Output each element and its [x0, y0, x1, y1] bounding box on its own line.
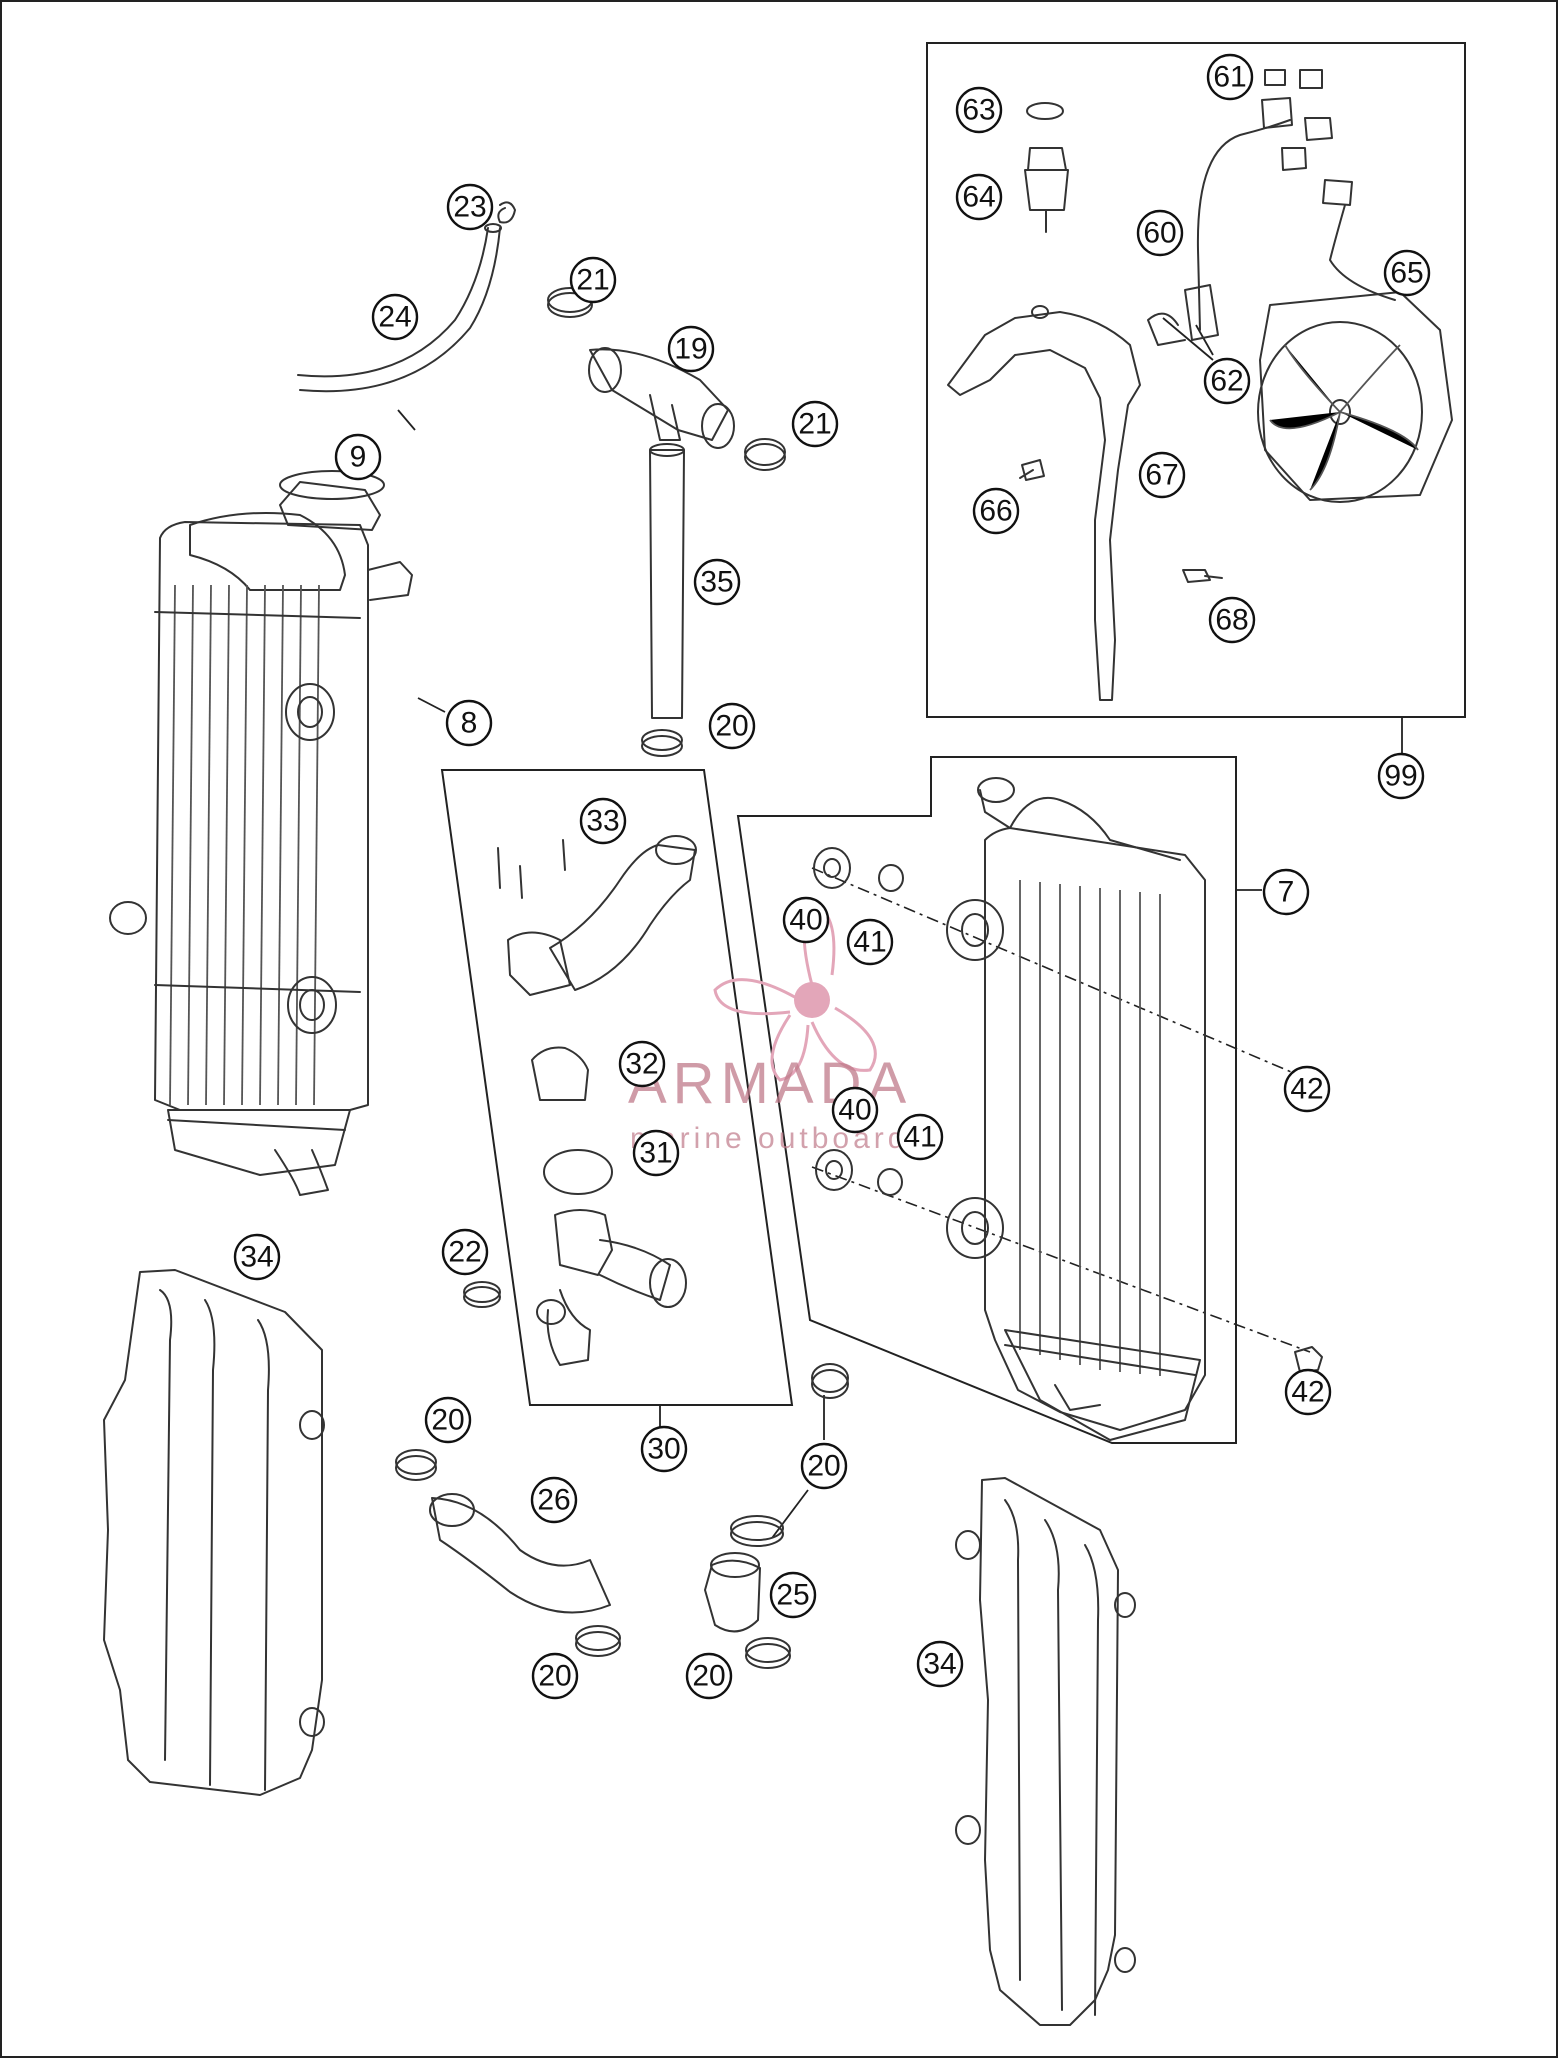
callout-20-left: 20: [424, 1396, 472, 1444]
svg-text:42: 42: [1290, 1073, 1323, 1106]
svg-text:68: 68: [1215, 604, 1248, 637]
callout-41-bottom: 41: [896, 1113, 944, 1161]
callout-40-top: 40: [782, 896, 830, 944]
svg-text:99: 99: [1384, 760, 1417, 793]
mounting-hardware: [813, 847, 1323, 1373]
svg-text:41: 41: [903, 1121, 936, 1154]
svg-text:41: 41: [853, 926, 886, 959]
svg-text:20: 20: [538, 1660, 571, 1693]
svg-text:9: 9: [350, 441, 367, 474]
svg-text:42: 42: [1291, 1376, 1324, 1409]
svg-text:23: 23: [453, 191, 486, 224]
callout-67: 67: [1138, 451, 1186, 499]
svg-text:20: 20: [715, 710, 748, 743]
callout-20-pipe: 20: [708, 702, 756, 750]
callout-22: 22: [441, 1228, 489, 1276]
svg-text:19: 19: [674, 333, 707, 366]
propeller-logo-icon: [713, 903, 877, 1082]
callout-68: 68: [1208, 596, 1256, 644]
svg-text:21: 21: [576, 264, 609, 297]
svg-text:24: 24: [378, 301, 411, 334]
y-connector-assembly: [547, 287, 786, 757]
vent-hose: [297, 201, 516, 393]
right-radiator-frame: [736, 756, 1237, 1444]
callout-62: 62: [1203, 357, 1251, 405]
svg-text:64: 64: [962, 181, 995, 214]
right-shroud: [955, 1477, 1136, 2026]
callout-42-top: 42: [1283, 1065, 1331, 1113]
svg-text:26: 26: [537, 1484, 570, 1517]
fan-kit: [947, 69, 1453, 701]
svg-text:35: 35: [700, 566, 733, 599]
leader-lines: [397, 317, 1403, 1539]
callout-65: 65: [1383, 249, 1431, 297]
thermostat-kit-frame: [440, 769, 794, 1406]
svg-text:61: 61: [1213, 61, 1246, 94]
callout-61: 61: [1206, 53, 1254, 101]
callout-31: 31: [632, 1129, 680, 1177]
callout-9: 9: [334, 433, 382, 481]
svg-text:22: 22: [448, 1236, 481, 1269]
svg-text:34: 34: [240, 1241, 273, 1274]
svg-text:60: 60: [1143, 217, 1176, 250]
callout-34-right: 34: [916, 1640, 964, 1688]
svg-text:62: 62: [1210, 365, 1243, 398]
right-radiator: [946, 777, 1206, 1441]
callout-21-right: 21: [791, 400, 839, 448]
left-shroud: [103, 1269, 325, 1796]
left-radiator: [109, 470, 413, 1196]
callout-25: 25: [769, 1571, 817, 1619]
callout-8: 8: [445, 699, 493, 747]
callout-63: 63: [955, 86, 1003, 134]
svg-text:65: 65: [1390, 257, 1423, 290]
callout-20-center: 20: [800, 1442, 848, 1490]
callout-21-top: 21: [569, 256, 617, 304]
callout-30: 30: [640, 1425, 688, 1473]
fan-kit-frame: [926, 42, 1466, 718]
callout-24: 24: [371, 293, 419, 341]
thermostat-kit: [463, 835, 697, 1366]
callout-26: 26: [530, 1476, 578, 1524]
callout-41-top: 41: [846, 918, 894, 966]
svg-text:40: 40: [838, 1094, 871, 1127]
callout-64: 64: [955, 173, 1003, 221]
callout-35: 35: [693, 558, 741, 606]
callout-7: 7: [1262, 868, 1310, 916]
callout-99: 99: [1377, 752, 1425, 800]
svg-text:67: 67: [1145, 459, 1178, 492]
callout-42-bottom: 42: [1284, 1368, 1332, 1416]
svg-text:21: 21: [798, 408, 831, 441]
callout-66: 66: [972, 487, 1020, 535]
svg-text:30: 30: [647, 1433, 680, 1466]
svg-text:25: 25: [776, 1579, 809, 1612]
svg-text:20: 20: [431, 1404, 464, 1437]
svg-text:66: 66: [979, 495, 1012, 528]
svg-text:33: 33: [586, 805, 619, 838]
svg-text:63: 63: [962, 94, 995, 127]
svg-text:20: 20: [807, 1450, 840, 1483]
svg-text:32: 32: [625, 1048, 658, 1081]
svg-text:20: 20: [692, 1660, 725, 1693]
lower-hoses: [395, 1363, 849, 1669]
svg-text:8: 8: [461, 707, 478, 740]
svg-text:40: 40: [789, 904, 822, 937]
callout-20-lower-center: 20: [685, 1652, 733, 1700]
svg-text:31: 31: [639, 1137, 672, 1170]
callout-20-lower-left: 20: [531, 1652, 579, 1700]
svg-text:7: 7: [1278, 876, 1295, 909]
callout-32: 32: [618, 1040, 666, 1088]
callout-34-left: 34: [233, 1233, 281, 1281]
callout-40-bottom: 40: [831, 1086, 879, 1134]
callout-23: 23: [446, 183, 494, 231]
callout-19: 19: [667, 325, 715, 373]
callout-60: 60: [1136, 209, 1184, 257]
callout-33: 33: [579, 797, 627, 845]
svg-text:34: 34: [923, 1648, 956, 1681]
